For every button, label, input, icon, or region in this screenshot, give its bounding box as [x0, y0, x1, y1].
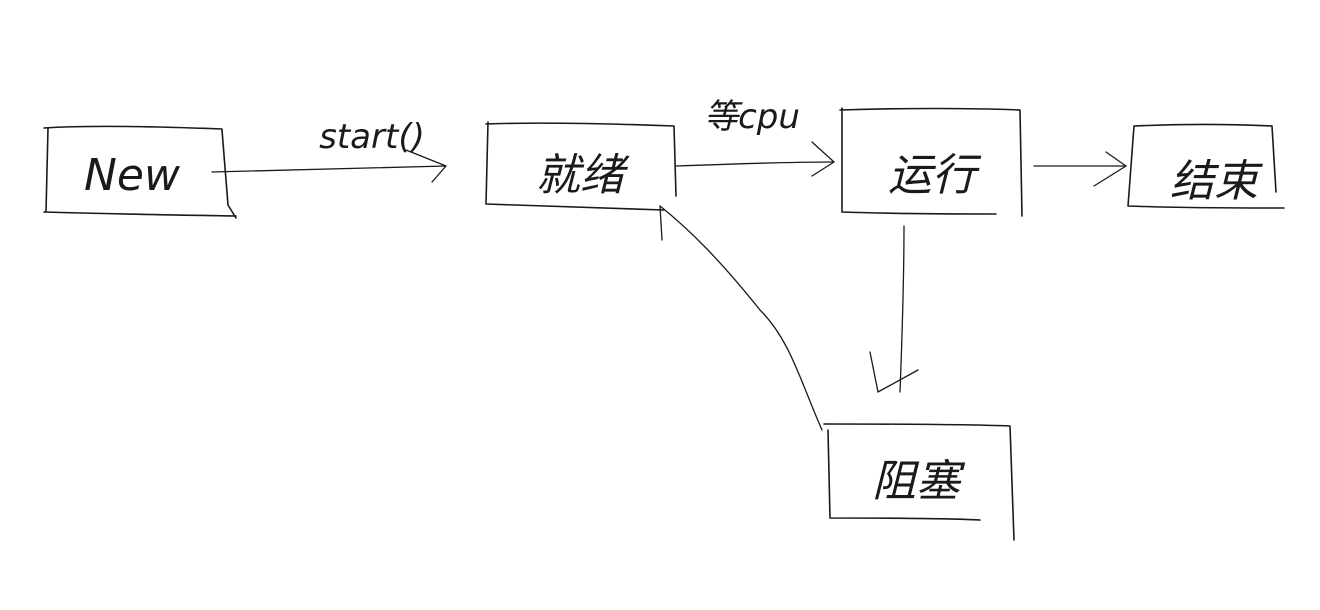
node-blocked-box	[823, 423, 1015, 541]
edge-new-ready-arrowhead	[405, 149, 447, 183]
edge-blocked-ready	[659, 205, 823, 431]
node-ready-label: 就绪	[536, 150, 630, 201]
edge-running-end-arrowhead	[1093, 151, 1127, 187]
node-running-box	[839, 107, 1023, 217]
edge-ready-running: 等cpu	[675, 97, 835, 177]
edge-running-blocked-line	[899, 225, 905, 393]
edge-blocked-ready-arrowhead	[659, 205, 663, 241]
node-running: 运行	[839, 107, 1023, 217]
edge-blocked-ready-line	[659, 205, 823, 431]
edge-ready-running-label: 等cpu	[704, 97, 800, 137]
edge-running-end	[1033, 151, 1127, 187]
node-new: New	[43, 125, 237, 219]
edge-running-blocked-arrowhead	[869, 351, 919, 393]
node-running-label: 运行	[888, 150, 982, 201]
node-blocked-label: 阻塞	[872, 456, 966, 507]
edge-ready-running-line	[675, 161, 835, 167]
edge-new-ready: start()	[211, 117, 447, 183]
node-blocked: 阻塞	[823, 423, 1015, 541]
node-end: 结束	[1127, 123, 1285, 209]
node-ready: 就绪	[485, 121, 677, 211]
node-end-label: 结束	[1170, 156, 1263, 207]
node-ready-box	[485, 121, 677, 211]
node-end-box	[1127, 123, 1285, 209]
edge-running-blocked	[869, 225, 919, 393]
edge-new-ready-line	[211, 165, 447, 173]
node-new-box	[43, 125, 237, 219]
edge-new-ready-label: start()	[319, 117, 425, 157]
edge-ready-running-arrowhead	[811, 141, 835, 177]
node-new-label: New	[84, 150, 181, 201]
